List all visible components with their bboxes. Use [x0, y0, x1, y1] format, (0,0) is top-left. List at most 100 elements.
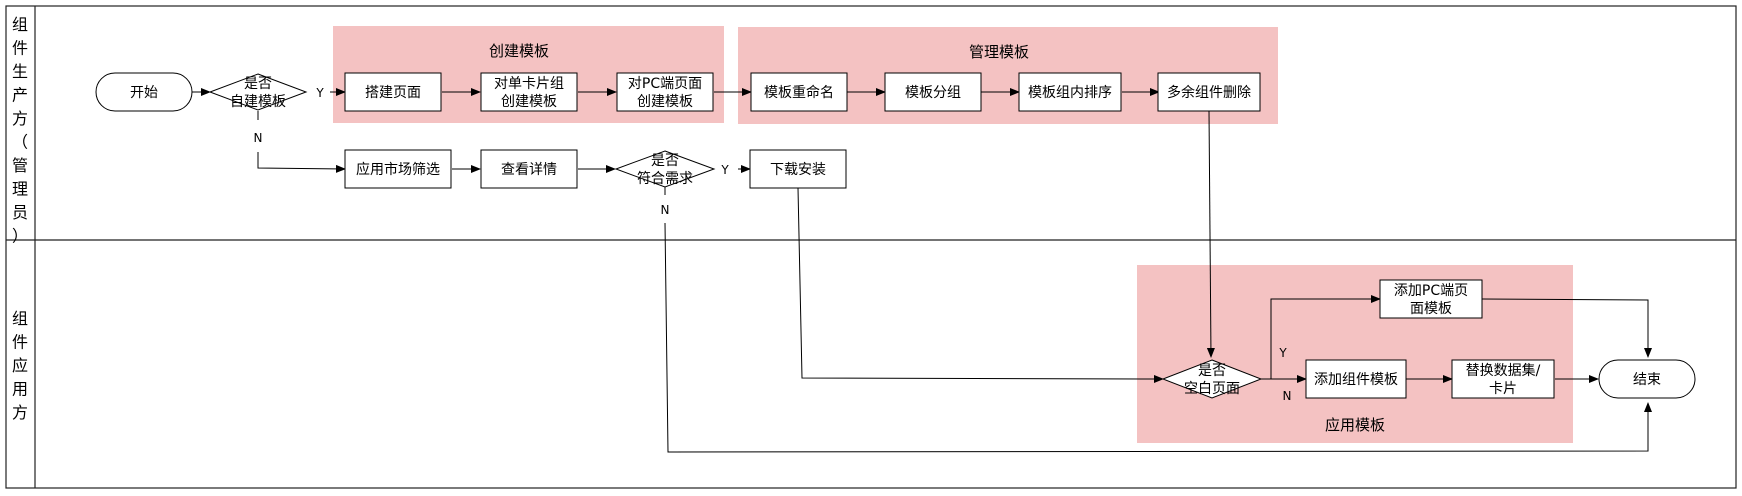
- node-label: 替换数据集/: [1466, 362, 1541, 379]
- edge-addpc-to-end: [1481, 298, 1652, 358]
- node-label: 卡片: [1489, 381, 1517, 397]
- label-self-yes: Y: [315, 86, 324, 100]
- flow-nodes: 开始是否自建模板搭建页面对单卡片组创建模板对PC端页面创建模板模板重命名模板分组…: [95, 72, 1696, 399]
- node-label: 多余组件删除: [1167, 84, 1251, 101]
- group-manage-title: 管理模板: [969, 43, 1029, 61]
- lane-label-char: 件: [12, 333, 28, 352]
- lane-label-char: 理: [12, 180, 28, 199]
- lane-label-char: 产: [12, 86, 28, 105]
- node-add-comp: 添加组件模板: [1305, 359, 1407, 399]
- node-label: 是否: [244, 76, 272, 92]
- group-create-title: 创建模板: [489, 42, 549, 60]
- node-label: 空白页面: [1184, 381, 1240, 397]
- node-label: 面模板: [1410, 301, 1452, 317]
- lane-label-char: 件: [12, 39, 28, 58]
- terminator-shape: [95, 72, 193, 112]
- lane-label-char: （: [12, 133, 28, 152]
- label-blank-no: N: [1283, 389, 1292, 403]
- group-apply-title: 应用模板: [1325, 416, 1385, 434]
- node-label: 应用市场筛选: [356, 161, 440, 178]
- label-meet-no: N: [661, 203, 670, 217]
- lane-label-char: 管: [12, 156, 28, 175]
- process-box: [344, 72, 442, 112]
- node-label: 是否: [651, 153, 679, 169]
- edge-meet-no-to-end: [664, 222, 1652, 453]
- node-label: 模板组内排序: [1028, 85, 1112, 101]
- node-label: 对PC端页面: [628, 76, 702, 92]
- node-label: 创建模板: [637, 94, 693, 110]
- node-detail: 查看详情: [480, 149, 578, 189]
- lane-label-char: 方: [12, 109, 28, 128]
- node-label: 添加组件模板: [1314, 372, 1398, 388]
- node-label: 查看详情: [501, 162, 557, 178]
- node-market: 应用市场筛选: [344, 149, 452, 189]
- edge-blank-yes-to-addpc: [1260, 295, 1381, 380]
- node-label: 添加PC端页: [1394, 283, 1468, 299]
- node-label: 是否: [1198, 363, 1226, 379]
- process-box: [480, 72, 578, 112]
- lane-label-char: 组: [12, 309, 28, 328]
- edge-decision-no-to-market: [257, 152, 346, 173]
- lane-label-char: ）: [12, 227, 28, 246]
- node-grouping: 模板分组: [884, 72, 982, 112]
- process-box: [1451, 359, 1555, 399]
- node-end: 结束: [1598, 359, 1696, 399]
- decision-diamond: [208, 73, 308, 111]
- node-label: 开始: [130, 85, 158, 101]
- label-meet-yes: Y: [720, 163, 729, 177]
- node-label: 对单卡片组: [494, 76, 564, 92]
- lane-outer-border: [5, 5, 1737, 489]
- group-apply-templates: 应用模板: [1137, 265, 1573, 443]
- lane-frames: [5, 5, 1737, 489]
- connectors: [173, 88, 1652, 453]
- lane-label-char: 方: [12, 403, 28, 422]
- process-box: [344, 149, 452, 189]
- node-label: 结束: [1633, 372, 1661, 388]
- process-box: [1018, 72, 1122, 112]
- node-label: 自建模板: [230, 94, 286, 110]
- edge-install-to-blank: [797, 187, 1164, 383]
- node-sort: 模板组内排序: [1018, 72, 1122, 112]
- process-box: [1305, 359, 1407, 399]
- process-box: [749, 149, 847, 189]
- terminator-shape: [1598, 359, 1696, 399]
- lane-label-char: 组: [12, 15, 28, 34]
- lane-label-char: 用: [12, 380, 28, 399]
- process-box: [1379, 279, 1483, 319]
- process-box: [1157, 72, 1261, 112]
- label-self-no: N: [254, 131, 263, 145]
- node-rename: 模板重命名: [750, 72, 848, 112]
- node-label: 模板分组: [905, 85, 961, 101]
- node-start: 开始: [95, 72, 193, 112]
- lane-label-char: 员: [12, 203, 28, 222]
- process-box: [884, 72, 982, 112]
- process-box: [616, 72, 714, 112]
- node-install: 下载安装: [749, 149, 847, 189]
- node-delete: 多余组件删除: [1157, 72, 1261, 112]
- node-label: 模板重命名: [764, 84, 834, 101]
- process-box: [480, 149, 578, 189]
- node-replace: 替换数据集/卡片: [1451, 359, 1555, 399]
- edge-labels: Y N Y N Y N: [254, 86, 1292, 403]
- node-label: 创建模板: [501, 94, 557, 110]
- process-box: [750, 72, 848, 112]
- decision-diamond: [614, 150, 716, 188]
- node-build-page: 搭建页面: [344, 72, 442, 112]
- edge-delete-to-blank: [1206, 110, 1215, 358]
- label-blank-yes: Y: [1278, 346, 1287, 360]
- lane-label-char: 生: [12, 62, 28, 81]
- node-label: 搭建页面: [365, 85, 421, 101]
- decision-diamond: [1161, 359, 1263, 399]
- lane-label-char: 应: [12, 356, 28, 375]
- node-label: 符合需求: [637, 171, 693, 187]
- node-label: 下载安装: [770, 162, 826, 178]
